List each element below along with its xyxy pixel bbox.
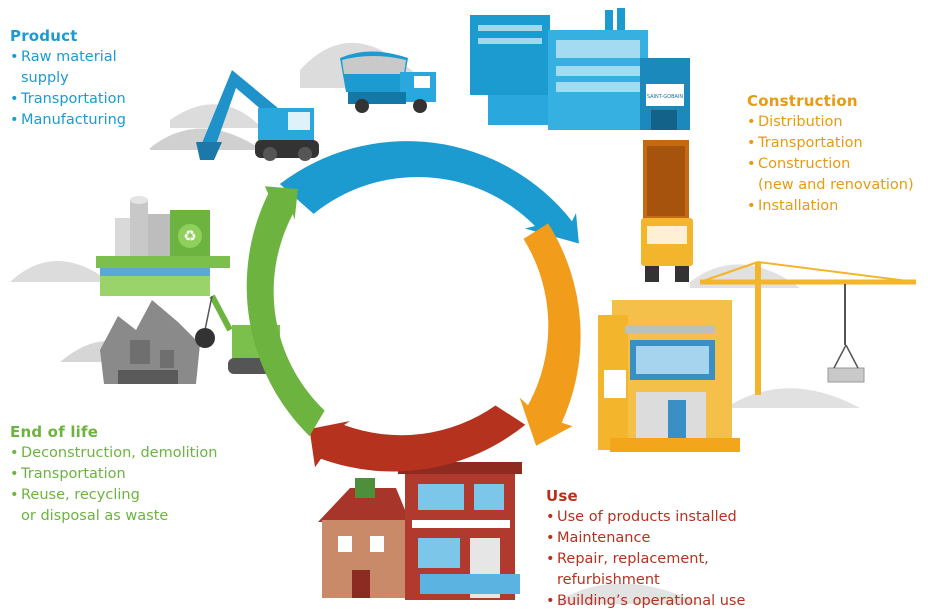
delivery-truck-illustration — [641, 140, 693, 282]
dump-truck-illustration — [340, 51, 436, 113]
factory-illustration: SAINT-GOBAIN — [470, 8, 690, 130]
construction-phase-title: Construction — [747, 92, 858, 110]
list-item: supply — [21, 70, 69, 86]
building-under-construction-illustration — [598, 300, 740, 452]
list-item: •Transportation — [10, 91, 126, 107]
end-of-life-phase-title: End of life — [10, 423, 99, 441]
recycle-icon: ♻ — [183, 227, 196, 245]
hills-bottom — [560, 583, 700, 604]
excavator-illustration — [196, 70, 319, 161]
product-phase-block: Product •Raw material supply •Transporta… — [10, 27, 126, 131]
list-item: •Installation — [747, 198, 839, 214]
use-phase-title: Use — [546, 487, 578, 505]
use-phase-arrow — [309, 405, 526, 472]
list-item: •Reuse, recycling — [10, 487, 140, 503]
list-item: refurbishment — [557, 572, 660, 588]
list-item: •Deconstruction, demolition — [10, 445, 218, 461]
recycling-plant-illustration: ♻ — [96, 196, 230, 296]
list-item: •Transportation — [747, 135, 863, 151]
list-item: •Transportation — [10, 466, 126, 482]
product-phase-title: Product — [10, 27, 78, 45]
list-item: •Maintenance — [546, 530, 651, 546]
list-item: •Distribution — [747, 114, 843, 130]
list-item: •Repair, replacement, — [546, 551, 709, 567]
list-item: •Raw material — [10, 49, 117, 65]
product-phase-list: •Raw material supply •Transportation •Ma… — [10, 47, 126, 131]
use-phase-list: •Use of products installed •Maintenance … — [546, 507, 745, 612]
houses-illustration — [318, 462, 522, 600]
demolition-illustration — [100, 294, 288, 384]
list-item: •Construction — [747, 156, 851, 172]
end-of-life-phase-list: •Deconstruction, demolition •Transportat… — [10, 443, 217, 527]
construction-phase-block: Construction •Distribution •Transportati… — [747, 92, 914, 217]
crane-illustration — [699, 261, 917, 395]
construction-phase-arrow — [519, 223, 581, 446]
life-cycle-ring — [246, 141, 581, 472]
list-item: •Manufacturing — [10, 112, 126, 128]
list-item: •Use of products installed — [546, 509, 737, 525]
list-item: (new and renovation) — [758, 177, 914, 193]
list-item: or disposal as waste — [21, 508, 169, 524]
end-of-life-phase-block: End of life •Deconstruction, demolition … — [10, 423, 217, 527]
construction-phase-list: •Distribution •Transportation •Construct… — [747, 112, 914, 217]
product-phase-arrow — [279, 141, 579, 244]
factory-sign-text: SAINT-GOBAIN — [647, 94, 684, 100]
list-item: •Building’s operational use — [546, 593, 746, 609]
end-of-life-phase-arrow — [246, 186, 325, 437]
use-phase-block: Use •Use of products installed •Maintena… — [546, 487, 745, 612]
